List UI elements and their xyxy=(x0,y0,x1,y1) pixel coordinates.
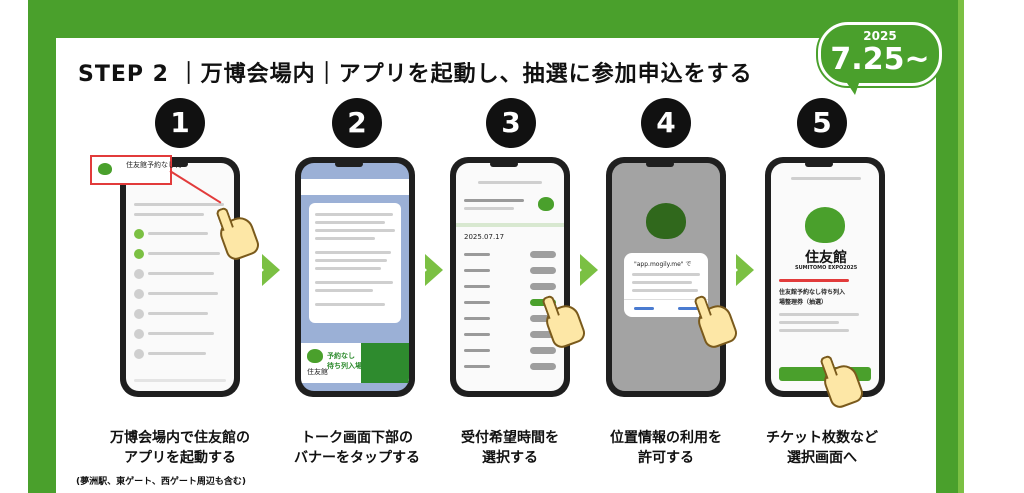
banner-line-2: 待ち列入場 xyxy=(327,362,362,370)
step-3-caption-line-1: 受付希望時間を xyxy=(461,430,559,446)
step-4-caption-line-2: 許可する xyxy=(638,450,694,466)
decorative-stripe xyxy=(958,0,964,493)
deny-button[interactable] xyxy=(634,307,654,310)
date-badge: 2025 7.25~ xyxy=(818,22,942,95)
arrow-right-icon xyxy=(572,254,598,286)
pavilion-brand: 住友館 xyxy=(805,250,847,266)
step-2-caption-line-1: トーク画面下部の xyxy=(301,430,413,446)
step-3-number: 3 xyxy=(486,98,536,148)
phone-4: "app.mogily.me" で xyxy=(606,157,726,397)
step-4-caption-line-1: 位置情報の利用を xyxy=(610,430,722,446)
callout-label: 住友館予約なし待 xyxy=(126,161,182,169)
arrow-right-icon xyxy=(254,254,280,286)
step-5-number: 5 xyxy=(797,98,847,148)
step-1-caption-line-2: アプリを起動する xyxy=(124,450,236,466)
step-3-caption: 受付希望時間を 選択する xyxy=(425,428,595,468)
phone-4-screen: "app.mogily.me" で xyxy=(612,163,720,391)
banner-brand: 住友館 xyxy=(307,368,328,376)
badge-date: 7.25~ xyxy=(830,42,930,77)
arrow-right-icon xyxy=(728,254,754,286)
step-2-number: 2 xyxy=(332,98,382,148)
sumitomo-logo-icon xyxy=(805,207,845,243)
phone-3-screen: 2025.07.17 xyxy=(456,163,564,391)
step-4-caption: 位置情報の利用を 許可する xyxy=(581,428,751,468)
step-5-caption: チケット枚数など 選択画面へ xyxy=(737,428,907,468)
location-permission-dialog: "app.mogily.me" で xyxy=(624,253,708,317)
footnote: (夢洲駅、東ゲート、西ゲート周辺も含む) xyxy=(76,477,247,487)
step-1-caption-line-1: 万博会場内で住友館の xyxy=(110,430,250,446)
phone-2-screen: 住友館 予約なし 待ち列入場 xyxy=(301,163,409,391)
step-3-caption-line-2: 選択する xyxy=(482,450,538,466)
step-2-caption: トーク画面下部の バナーをタップする xyxy=(272,428,442,468)
ticket-headline-2: 場整理券（抽選） xyxy=(779,299,828,306)
ticket-headline-1: 住友館予約なし待ち列入 xyxy=(779,289,846,296)
step-1-number: 1 xyxy=(155,98,205,148)
phone-3: 2025.07.17 xyxy=(450,157,570,397)
badge-year: 2025 xyxy=(863,29,897,43)
app-banner[interactable]: 住友館 予約なし 待ち列入場 xyxy=(301,343,409,383)
phone-1-screen xyxy=(126,163,234,391)
step-4-number: 4 xyxy=(641,98,691,148)
banner-line-1: 予約なし xyxy=(327,352,355,360)
phone-1 xyxy=(120,157,240,397)
step-5-caption-line-1: チケット枚数など xyxy=(766,430,878,446)
app-callout: 住友館予約なし待 xyxy=(90,155,182,185)
badge-tail xyxy=(843,77,861,95)
arrow-right-icon xyxy=(417,254,443,286)
sumitomo-logo-icon xyxy=(538,197,554,211)
sumitomo-logo-icon xyxy=(307,349,323,363)
step-2-caption-line-2: バナーをタップする xyxy=(294,450,420,466)
phone-5: 住友館 SUMITOMO EXPO2025 住友館予約なし待ち列入 場整理券（抽… xyxy=(765,157,885,397)
pavilion-brand-en: SUMITOMO EXPO2025 xyxy=(795,265,858,271)
dialog-title: "app.mogily.me" で xyxy=(634,261,692,268)
allow-button[interactable] xyxy=(678,307,698,310)
step-5-caption-line-2: 選択画面へ xyxy=(787,450,857,466)
sumitomo-logo-icon xyxy=(98,163,112,175)
phone-2: 住友館 予約なし 待ち列入場 xyxy=(295,157,415,397)
reservation-date: 2025.07.17 xyxy=(464,233,505,241)
page-title: STEP 2 ｜万博会場内｜アプリを起動し、抽選に参加申込をする xyxy=(78,62,753,87)
phone-5-screen: 住友館 SUMITOMO EXPO2025 住友館予約なし待ち列入 場整理券（抽… xyxy=(771,163,879,391)
step-1-caption: 万博会場内で住友館の アプリを起動する xyxy=(95,428,265,468)
